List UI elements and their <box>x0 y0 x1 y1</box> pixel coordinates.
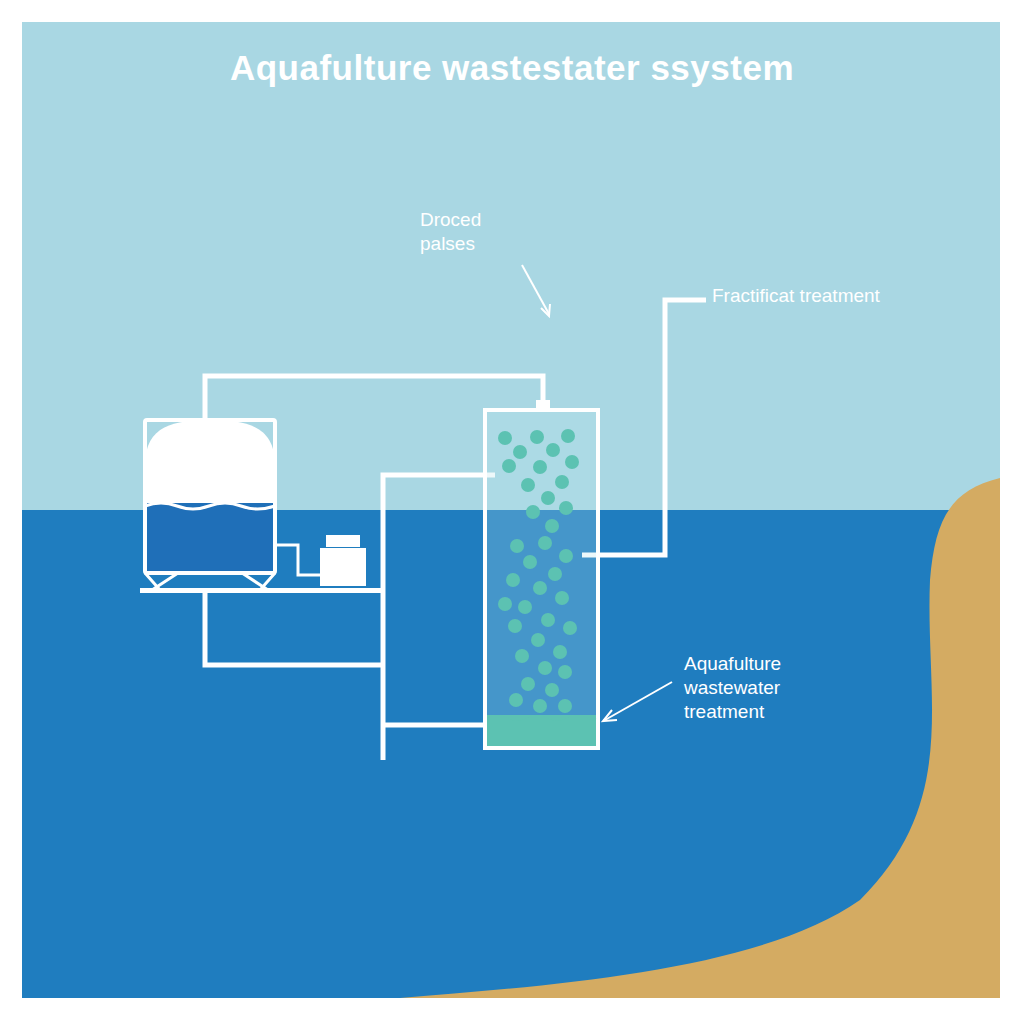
bubble <box>530 430 544 444</box>
bubble <box>558 665 572 679</box>
bubble <box>510 539 524 553</box>
bubble <box>515 649 529 663</box>
bubble <box>546 443 560 457</box>
bubble <box>509 693 523 707</box>
pipes <box>205 300 706 760</box>
bubble <box>533 581 547 595</box>
bubble <box>498 431 512 445</box>
treatment-column <box>485 400 598 748</box>
callout-label: Aquafulture wastewater treatment <box>684 652 854 724</box>
bubble <box>538 536 552 550</box>
bubble <box>545 683 559 697</box>
leader-arrows <box>522 265 672 721</box>
bubble <box>558 699 572 713</box>
bubble <box>555 475 569 489</box>
bubble <box>533 460 547 474</box>
bubble <box>502 459 516 473</box>
bubble <box>559 549 573 563</box>
bubble <box>508 619 522 633</box>
sky <box>22 22 1000 998</box>
bubble <box>506 573 520 587</box>
bubble <box>523 555 537 569</box>
pump <box>320 535 366 586</box>
bubble <box>498 597 512 611</box>
bubble <box>541 491 555 505</box>
bubble <box>526 505 540 519</box>
bubble <box>521 478 535 492</box>
bubble <box>521 677 535 691</box>
bubble <box>548 567 562 581</box>
diagram-title: Aquafulture wastestater ssystem <box>40 48 984 88</box>
bubble <box>538 661 552 675</box>
bubble <box>553 645 567 659</box>
bubble <box>541 613 555 627</box>
bubble <box>513 445 527 459</box>
bubble <box>565 455 579 469</box>
bubble <box>518 600 532 614</box>
bubble <box>559 501 573 515</box>
bubble <box>555 591 569 605</box>
bubble <box>531 633 545 647</box>
tank <box>140 420 385 593</box>
callout-label: Fractificat treatment <box>712 284 882 308</box>
bubble <box>533 699 547 713</box>
bubble <box>563 621 577 635</box>
bubble <box>545 519 559 533</box>
bubble <box>561 429 575 443</box>
callout-label: Droced palses <box>420 208 530 256</box>
